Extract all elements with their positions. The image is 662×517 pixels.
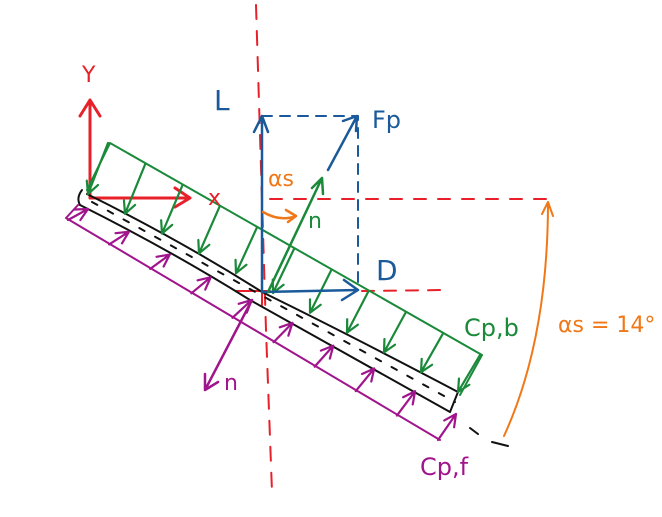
cp-back-pressure-arrow [271, 247, 296, 295]
cp-front-pressure-arrow [149, 253, 171, 270]
angle-small-label: αs [268, 167, 294, 192]
cp-front-pressure-arrow [190, 276, 212, 295]
cp-back-pressure-arrow [456, 353, 482, 394]
cp-back-pressure-arrow [419, 332, 444, 374]
cp-back-pressure-arrow [122, 163, 147, 215]
cp-back-pressure-arrow [382, 311, 407, 354]
cp-front-pressure-arrow [66, 207, 90, 222]
y-axis-label: Y [81, 63, 96, 88]
cp-back-pressure-arrow [345, 290, 370, 334]
x-axis-label: x [208, 186, 221, 211]
cp-back-pressure-arrow [160, 184, 184, 235]
normal-vector-top-arrow [266, 176, 325, 294]
chord-extension-dashes [469, 427, 509, 447]
cp-front-pressure-arrow [354, 367, 376, 393]
cp-back-label: Cp,b [464, 314, 519, 342]
cp-front-pressure-arrow [272, 321, 294, 344]
vertical-reference-dashed-line [255, 4, 273, 493]
drag-label: D [376, 254, 398, 287]
drag-level-dashed-line [361, 289, 446, 292]
cp-front-pressure-arrow [436, 412, 458, 442]
cp-front-pressure-arrow [395, 390, 417, 417]
normal-bottom-label: n [224, 371, 238, 396]
lift-arrow [252, 114, 270, 294]
cp-front-pressure-arrow [108, 230, 130, 246]
cp-front-label: Cp,f [420, 453, 469, 481]
angle-arc-large [503, 201, 554, 437]
cp-back-pressure-arrow [197, 205, 221, 255]
cp-back-pressure-arrow [234, 226, 258, 275]
resultant-force-arrow [326, 114, 359, 172]
angle-value-label: αs = 14° [558, 313, 655, 338]
lift-label: L [214, 84, 230, 117]
normal-top-label: n [308, 209, 322, 234]
cp-back-pressure-arrow [85, 141, 110, 196]
force-label: Fp [372, 106, 401, 134]
drag-arrow [260, 278, 360, 302]
normal-vector-bottom-arrow [203, 298, 254, 392]
cp-front-pressure-arrow [313, 344, 335, 368]
cp-front-envelope [65, 204, 441, 441]
angle-arc-small [261, 208, 298, 224]
